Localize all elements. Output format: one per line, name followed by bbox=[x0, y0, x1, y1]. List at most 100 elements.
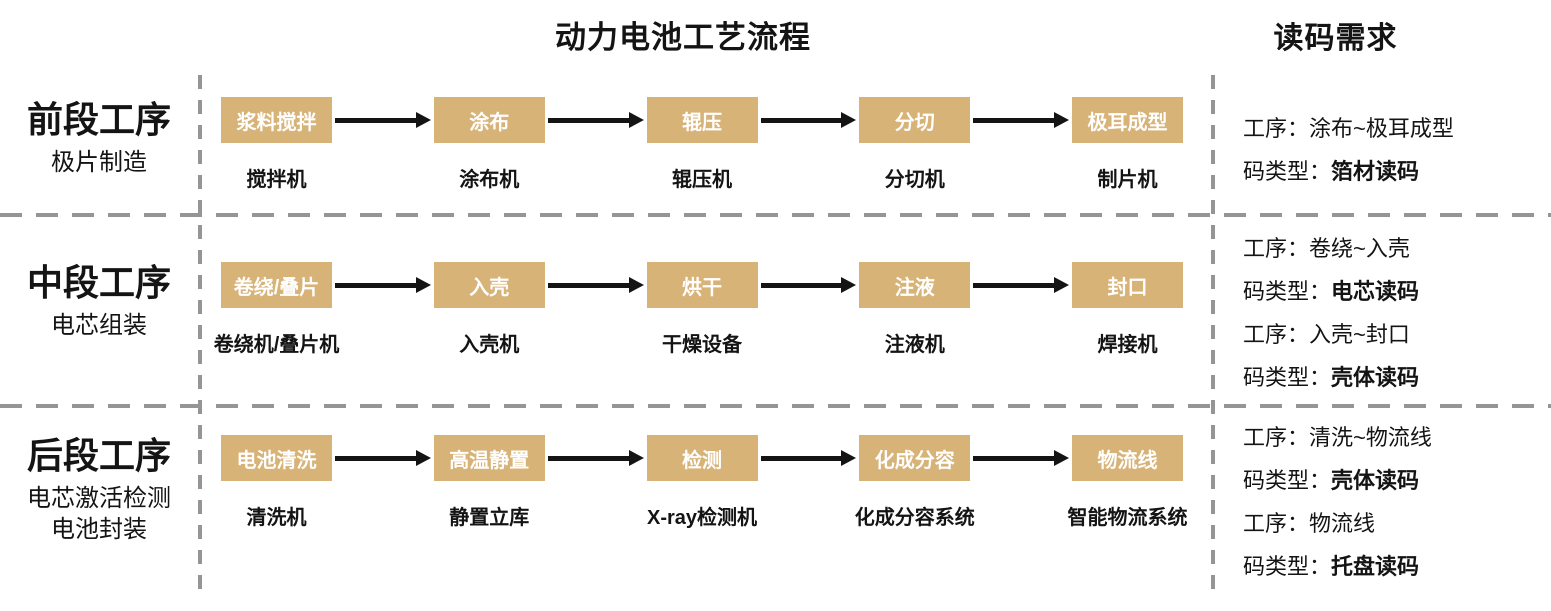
machine-label: 制片机 bbox=[1097, 169, 1158, 191]
process-flow-mid: 卷绕/叠片 卷绕机/叠片机 入壳 入壳机 烘干 干燥设备 注液 注液机 封口 焊… bbox=[214, 262, 1183, 357]
process-box: 涂布 bbox=[433, 97, 545, 143]
process-box: 浆料搅拌 bbox=[221, 97, 332, 143]
requirement-line: 码类型：电芯读码 bbox=[1243, 270, 1543, 313]
machine-label: 化成分容系统 bbox=[854, 507, 975, 529]
process-step: 高温静置 静置立库 bbox=[433, 435, 545, 530]
requirement-line: 工序：物流线 bbox=[1243, 502, 1543, 545]
arrow-shaft bbox=[973, 455, 1055, 461]
process-step: 极耳成型 制片机 bbox=[1072, 97, 1183, 192]
requirement-value: 托盘读码 bbox=[1331, 554, 1420, 579]
arrow-shaft bbox=[335, 282, 417, 288]
flow-arrow bbox=[545, 97, 647, 143]
arrow-head-icon bbox=[415, 277, 431, 293]
page-title: 动力电池工艺流程 bbox=[555, 20, 811, 55]
machine-label: 分切机 bbox=[884, 169, 945, 191]
arrow-shaft bbox=[760, 117, 843, 123]
requirement-line: 工序：涂布~极耳成型 bbox=[1243, 107, 1543, 150]
requirement-line: 码类型：壳体读码 bbox=[1243, 459, 1543, 502]
flow-arrow bbox=[970, 435, 1072, 481]
requirement-prefix: 码类型： bbox=[1243, 279, 1332, 304]
stage-label-front: 前段工序 极片制造 bbox=[0, 98, 198, 178]
requirement-line: 码类型：箔材读码 bbox=[1243, 150, 1543, 193]
flow-arrow bbox=[545, 262, 647, 308]
requirement-prefix: 工序： bbox=[1243, 236, 1310, 261]
flow-arrow bbox=[758, 435, 860, 481]
process-step: 卷绕/叠片 卷绕机/叠片机 bbox=[214, 262, 339, 357]
process-step: 入壳 入壳机 bbox=[433, 262, 545, 357]
flow-arrow bbox=[970, 97, 1072, 143]
process-box: 烘干 bbox=[646, 262, 758, 308]
process-step: 烘干 干燥设备 bbox=[646, 262, 758, 357]
requirement-value: 电芯读码 bbox=[1331, 279, 1420, 304]
requirement-value: 壳体读码 bbox=[1331, 365, 1420, 390]
requirement-value: 箔材读码 bbox=[1331, 159, 1420, 184]
process-step: 分切 分切机 bbox=[859, 97, 971, 192]
requirement-value: 清洗~物流线 bbox=[1309, 425, 1432, 450]
arrow-head-icon bbox=[1054, 450, 1069, 466]
arrow-shaft bbox=[547, 282, 630, 288]
requirement-line: 工序：清洗~物流线 bbox=[1243, 416, 1543, 459]
process-step: 注液 注液机 bbox=[859, 262, 971, 357]
requirement-prefix: 码类型： bbox=[1243, 468, 1332, 493]
arrow-shaft bbox=[335, 117, 417, 123]
machine-label: 静置立库 bbox=[449, 507, 530, 529]
flow-arrow bbox=[332, 262, 434, 308]
arrow-head-icon bbox=[1054, 277, 1069, 293]
requirement-line: 工序：入壳~封口 bbox=[1243, 313, 1543, 356]
requirement-prefix: 工序： bbox=[1243, 116, 1310, 141]
arrow-shaft bbox=[547, 117, 630, 123]
process-box: 高温静置 bbox=[433, 435, 545, 481]
arrow-shaft bbox=[760, 282, 843, 288]
divider-horizontal-2 bbox=[0, 404, 1551, 408]
process-step: 电池清洗 清洗机 bbox=[221, 435, 332, 530]
stage-subtitle: 电芯激活检测 bbox=[27, 485, 171, 512]
process-box: 检测 bbox=[646, 435, 758, 481]
requirement-prefix: 工序： bbox=[1243, 322, 1310, 347]
machine-label: 焊接机 bbox=[1097, 334, 1158, 356]
stage-label-mid: 中段工序 电芯组装 bbox=[0, 261, 198, 341]
flow-arrow bbox=[758, 262, 860, 308]
divider-horizontal-1 bbox=[0, 213, 1551, 217]
machine-label: 注液机 bbox=[884, 334, 945, 356]
requirement-prefix: 码类型： bbox=[1243, 554, 1332, 579]
flow-arrow bbox=[545, 435, 647, 481]
requirement-value: 涂布~极耳成型 bbox=[1309, 116, 1454, 141]
requirement-line: 码类型：托盘读码 bbox=[1243, 545, 1543, 588]
arrow-head-icon bbox=[841, 277, 857, 293]
process-step: 封口 焊接机 bbox=[1072, 262, 1183, 357]
requirement-prefix: 工序： bbox=[1243, 511, 1310, 536]
machine-label: 涂布机 bbox=[459, 169, 520, 191]
arrow-head-icon bbox=[415, 450, 431, 466]
requirement-prefix: 码类型： bbox=[1243, 365, 1332, 390]
arrow-head-icon bbox=[628, 277, 644, 293]
stage-subtitle: 电芯组装 bbox=[51, 312, 147, 339]
process-box: 卷绕/叠片 bbox=[221, 262, 332, 308]
flow-arrow bbox=[332, 435, 434, 481]
process-box: 化成分容 bbox=[859, 435, 971, 481]
machine-label: X-ray检测机 bbox=[646, 507, 758, 529]
stage-title: 后段工序 bbox=[26, 435, 171, 476]
requirement-line: 码类型：壳体读码 bbox=[1243, 356, 1543, 399]
flow-arrow bbox=[758, 97, 860, 143]
requirements-front: 工序：涂布~极耳成型 码类型：箔材读码 bbox=[1243, 107, 1543, 193]
divider-vertical-right bbox=[1211, 75, 1215, 591]
arrow-head-icon bbox=[415, 112, 431, 128]
arrow-shaft bbox=[335, 455, 417, 461]
arrow-shaft bbox=[973, 282, 1055, 288]
stage-label-back: 后段工序 电芯激活检测 电池封装 bbox=[0, 434, 198, 545]
process-box: 极耳成型 bbox=[1072, 97, 1183, 143]
process-step: 物流线 智能物流系统 bbox=[1068, 435, 1188, 530]
process-step: 浆料搅拌 搅拌机 bbox=[221, 97, 332, 192]
requirement-value: 壳体读码 bbox=[1331, 468, 1420, 493]
machine-label: 清洗机 bbox=[246, 507, 307, 529]
requirement-value: 物流线 bbox=[1309, 511, 1376, 536]
stage-subtitle: 电池封装 bbox=[51, 516, 147, 543]
requirements-column-title: 读码需求 bbox=[1273, 22, 1398, 55]
arrow-shaft bbox=[547, 455, 630, 461]
stage-title: 中段工序 bbox=[26, 262, 171, 303]
requirement-line: 工序：卷绕~入壳 bbox=[1243, 227, 1543, 270]
process-box: 辊压 bbox=[646, 97, 758, 143]
process-box: 注液 bbox=[859, 262, 971, 308]
machine-label: 卷绕机/叠片机 bbox=[213, 334, 340, 356]
arrow-shaft bbox=[760, 455, 843, 461]
